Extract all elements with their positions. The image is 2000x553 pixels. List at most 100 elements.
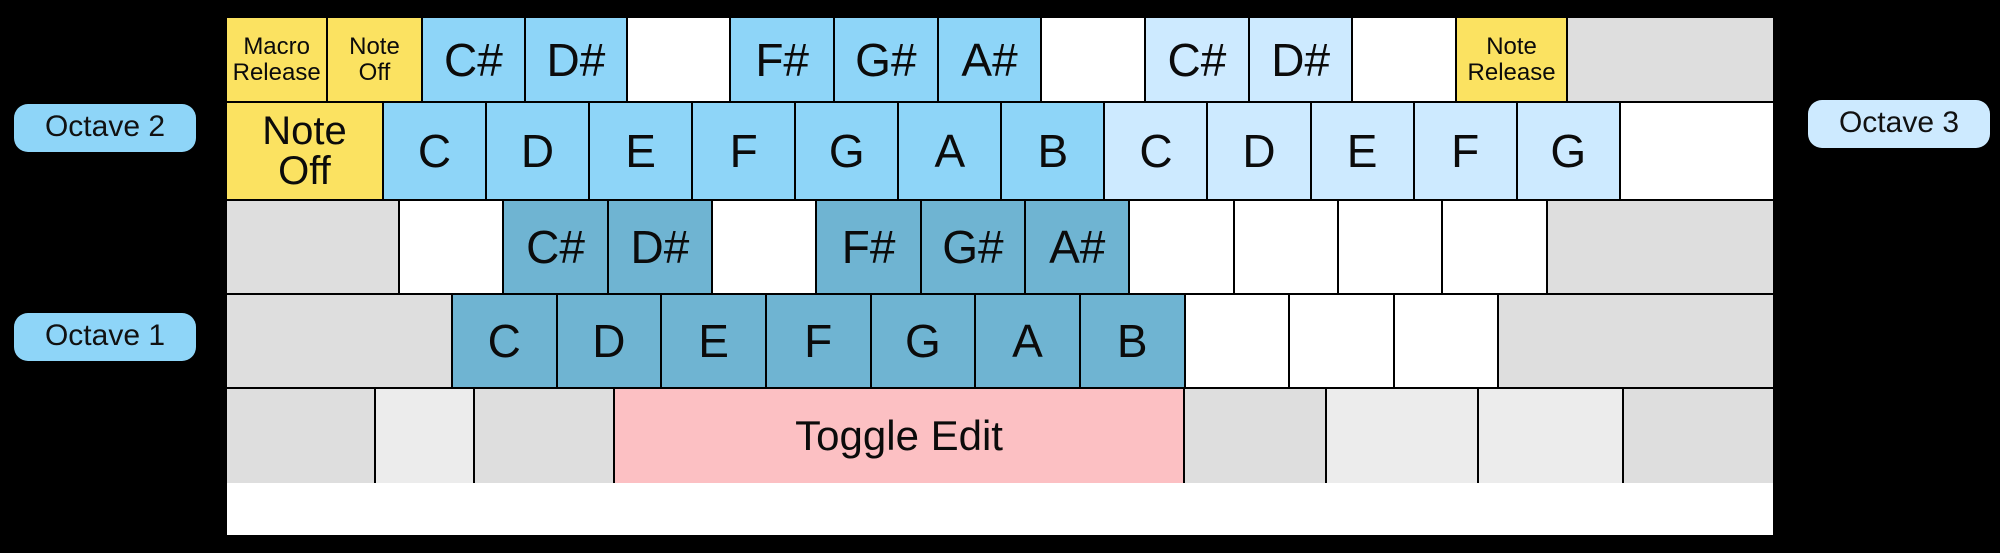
key-label: D — [520, 125, 555, 177]
key-z-row-e-3[interactable]: E — [662, 295, 767, 387]
key-z-row-blank-10 — [1394, 295, 1500, 387]
key-a-row-fsharp-5[interactable]: F# — [817, 201, 922, 293]
key-z-row-g-5[interactable]: G — [871, 295, 977, 387]
key-label: A — [934, 125, 966, 177]
key-label: C# — [1167, 33, 1227, 86]
key-space-row-blank-5 — [1327, 389, 1479, 483]
key-q-row-f-11[interactable]: F — [1414, 103, 1518, 199]
key-space-row-blank-6 — [1478, 389, 1624, 483]
key-q-row-g-12[interactable]: G — [1517, 103, 1621, 199]
key-z-row-blank-0 — [227, 295, 453, 387]
key-a-row-asharp-7[interactable]: A# — [1026, 201, 1131, 293]
key-z-row-c-1[interactable]: C — [452, 295, 558, 387]
key-number-row-asharp-7[interactable]: A# — [938, 18, 1043, 101]
key-z-row-b-7[interactable]: B — [1080, 295, 1186, 387]
key-z-row-blank-11 — [1499, 295, 1773, 387]
key-space-row-blank-1 — [376, 389, 476, 483]
key-label: A# — [961, 33, 1018, 86]
key-space-row-blank-0 — [227, 389, 377, 483]
key-number-row-csharp-9[interactable]: C# — [1146, 18, 1250, 101]
key-label: G — [904, 315, 941, 367]
key-label: F — [1451, 125, 1480, 177]
key-number-row-dsharp-3[interactable]: D# — [526, 18, 628, 101]
key-a-row-gsharp-6[interactable]: G# — [921, 201, 1027, 293]
keyboard-row-a-row: C# D# F# G# A# — [227, 199, 1773, 293]
key-number-row-fsharp-5[interactable]: F# — [731, 18, 836, 101]
key-z-row-blank-9 — [1290, 295, 1395, 387]
key-space-row-blank-4 — [1184, 389, 1328, 483]
key-space-row-blank-2 — [475, 389, 616, 483]
key-label: D — [592, 315, 626, 367]
key-a-row-blank-9 — [1234, 201, 1340, 293]
key-q-row-e-3[interactable]: E — [590, 103, 694, 199]
key-label: E — [1346, 125, 1378, 177]
key-label: G# — [855, 33, 917, 86]
key-label: E — [625, 125, 656, 177]
key-q-row-e-10[interactable]: E — [1311, 103, 1415, 199]
key-label: A# — [1049, 221, 1106, 273]
key-label: D# — [1271, 33, 1331, 86]
key-q-row-f-4[interactable]: F — [693, 103, 797, 199]
key-space-row-blank-7 — [1623, 389, 1773, 483]
octave-3-label: Octave 3 — [1808, 100, 1990, 148]
key-a-row-blank-0 — [227, 201, 401, 293]
key-q-row-c-1[interactable]: C — [383, 103, 487, 199]
key-label: G — [828, 125, 865, 177]
key-a-row-csharp-2[interactable]: C# — [504, 201, 609, 293]
key-label: D# — [630, 221, 690, 273]
key-a-row-blank-12 — [1547, 201, 1773, 293]
key-label: Toggle Edit — [795, 412, 1003, 459]
key-space-row-toggle-edit-3[interactable]: Toggle Edit — [615, 389, 1185, 483]
key-a-row-blank-4 — [713, 201, 818, 293]
key-a-row-blank-11 — [1443, 201, 1548, 293]
key-z-row-d-2[interactable]: D — [557, 295, 663, 387]
key-label: B — [1116, 315, 1148, 367]
key-label: F — [729, 125, 758, 177]
key-label: F — [804, 315, 833, 367]
key-q-row-d-9[interactable]: D — [1208, 103, 1312, 199]
key-number-row-csharp-2[interactable]: C# — [422, 18, 527, 101]
key-label: C# — [444, 33, 503, 86]
key-number-row-blank-8 — [1042, 18, 1147, 101]
key-label: E — [698, 315, 729, 367]
key-q-row-g-5[interactable]: G — [796, 103, 900, 199]
key-q-row-b-7[interactable]: B — [1002, 103, 1106, 199]
key-a-row-blank-1 — [400, 201, 505, 293]
keyboard-row-space-row: Toggle Edit — [227, 387, 1773, 483]
key-number-row-blank-11 — [1353, 18, 1458, 101]
key-a-row-dsharp-3[interactable]: D# — [608, 201, 714, 293]
key-label: C — [487, 315, 521, 367]
key-label: F# — [841, 221, 896, 273]
key-number-row-blank-4 — [627, 18, 732, 101]
key-label: A — [1012, 315, 1043, 367]
key-label: C — [417, 125, 452, 177]
key-label: F# — [755, 33, 810, 86]
key-label: C — [1139, 125, 1173, 177]
key-label: D — [1242, 125, 1276, 177]
key-z-row-f-4[interactable]: F — [766, 295, 872, 387]
key-z-row-a-6[interactable]: A — [976, 295, 1081, 387]
key-label: C# — [526, 221, 585, 273]
key-q-row-blank-13 — [1620, 103, 1773, 199]
key-q-row-c-8[interactable]: C — [1105, 103, 1209, 199]
key-number-row-gsharp-6[interactable]: G# — [835, 18, 939, 101]
key-a-row-blank-10 — [1339, 201, 1444, 293]
key-q-row-d-2[interactable]: D — [487, 103, 591, 199]
key-number-row-dsharp-10[interactable]: D# — [1249, 18, 1354, 101]
octave-2-label: Octave 2 — [14, 104, 196, 152]
key-label: D# — [546, 33, 606, 86]
key-z-row-blank-8 — [1185, 295, 1291, 387]
key-q-row-a-6[interactable]: A — [899, 103, 1003, 199]
